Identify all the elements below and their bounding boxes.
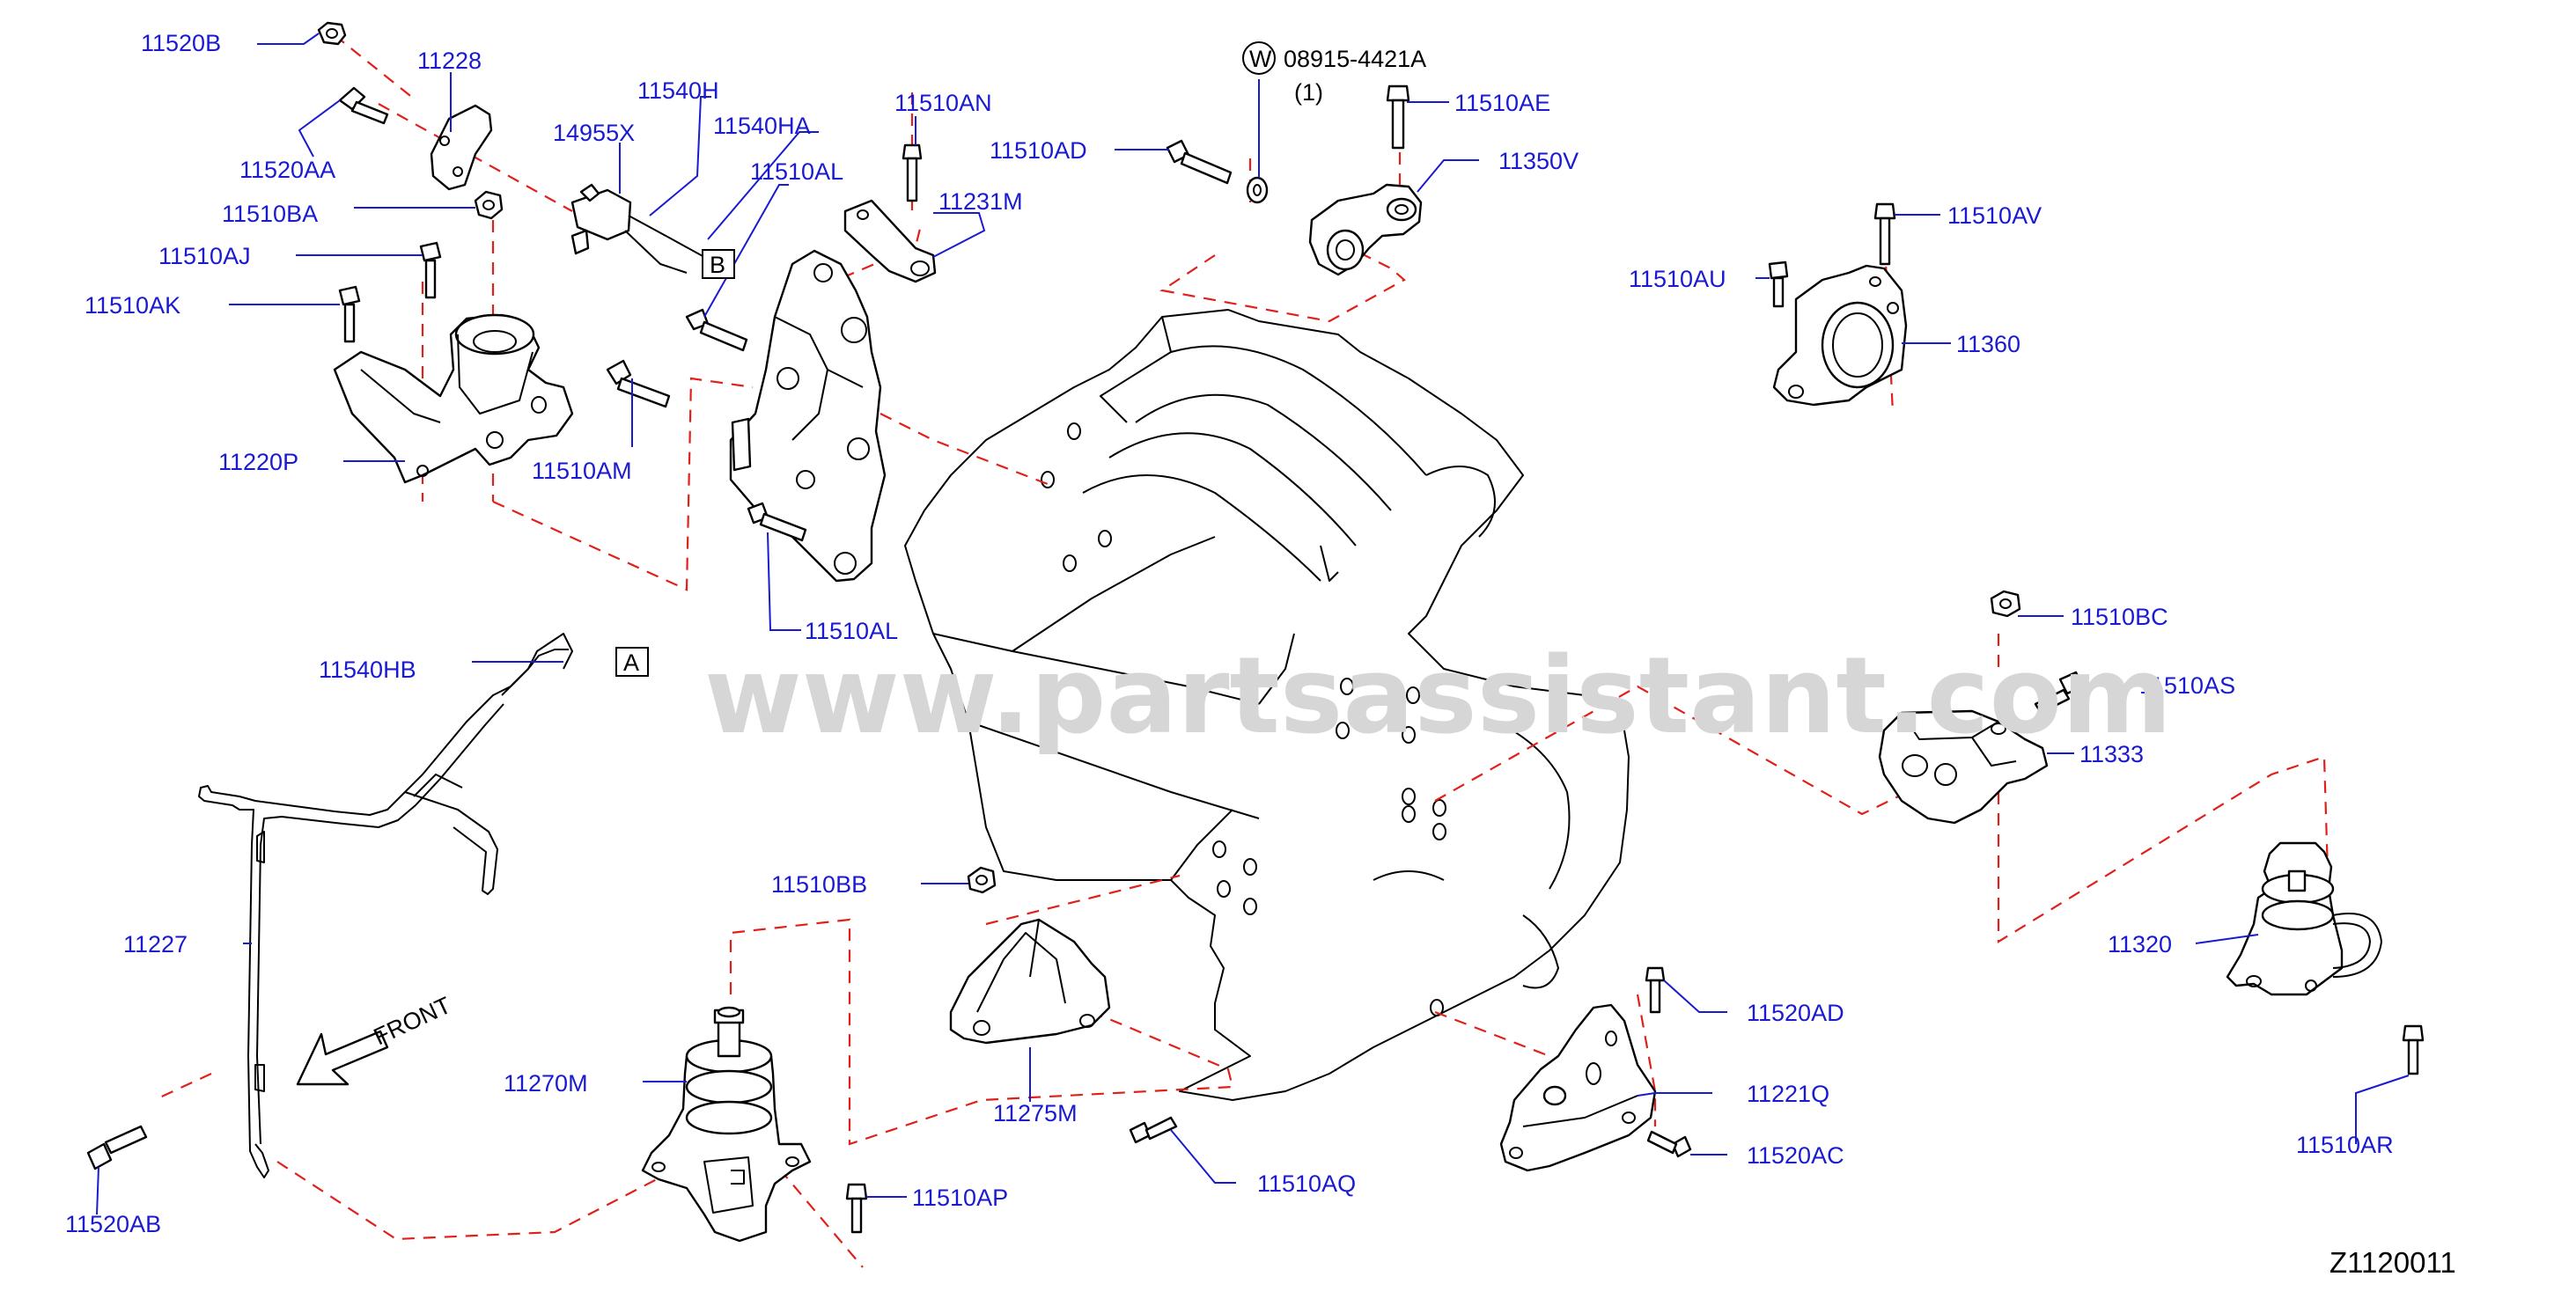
bolt-11510ak bbox=[338, 285, 361, 343]
leader-lines bbox=[96, 33, 2410, 1215]
label-11350v: 11350V bbox=[1498, 148, 1579, 174]
label-11360: 11360 bbox=[1956, 331, 2020, 357]
washer-symbol-label: W bbox=[1249, 46, 1272, 72]
washer-symbol: W bbox=[1242, 41, 1276, 75]
nut-11510bc bbox=[1990, 590, 2021, 618]
engine-mount-11220p bbox=[333, 313, 574, 484]
engine-mount-11320 bbox=[2226, 841, 2382, 996]
bolt-11520ac bbox=[1646, 1130, 1692, 1158]
label-11275m: 11275M bbox=[993, 1100, 1078, 1126]
engine-mount-bracket-11221q bbox=[1499, 1003, 1657, 1172]
label-11221q: 11221Q bbox=[1747, 1081, 1829, 1107]
part-labels: 11520B 11228 11520AA 11540H 14955X 11540… bbox=[65, 30, 2394, 1237]
label-11520b: 11520B bbox=[141, 30, 221, 56]
bolt-11510aj bbox=[419, 241, 442, 299]
bracket-11360 bbox=[1772, 264, 1908, 407]
label-11510am: 11510AM bbox=[532, 458, 632, 484]
label-11540ha: 11540HA bbox=[713, 113, 811, 139]
front-arrow bbox=[296, 1030, 389, 1086]
bolt-11510al-top bbox=[685, 308, 748, 352]
hose-11540hb bbox=[501, 633, 573, 696]
label-11510au: 11510AU bbox=[1629, 266, 1726, 292]
label-11231m: 11231M bbox=[938, 188, 1023, 215]
label-11510bc: 11510BC bbox=[2071, 604, 2168, 630]
label-11510av: 11510AV bbox=[1947, 202, 2042, 229]
washer-08915-4421a bbox=[1246, 176, 1269, 204]
bolt-11510aq bbox=[1129, 1116, 1178, 1144]
nut-11510ba bbox=[474, 190, 504, 220]
label-11540h: 11540H bbox=[637, 77, 719, 104]
rod-11227 bbox=[198, 677, 520, 1178]
label-11510ad: 11510AD bbox=[990, 137, 1087, 164]
label-11220p: 11220P bbox=[218, 449, 298, 475]
label-11520ab: 11520AB bbox=[65, 1211, 161, 1237]
diagram-reference: Z1120011 bbox=[2329, 1246, 2456, 1279]
label-11228: 11228 bbox=[417, 48, 482, 74]
label-11510ap: 11510AP bbox=[912, 1185, 1008, 1211]
watermark: www.partsassistant.com bbox=[704, 635, 2172, 758]
label-11510bb: 11510BB bbox=[771, 871, 867, 898]
label-14955x: 14955X bbox=[553, 120, 635, 146]
label-11510al-top: 11510AL bbox=[750, 158, 843, 185]
engine-mount-11270m bbox=[641, 1006, 812, 1243]
bolt-11510al-bottom bbox=[747, 502, 807, 542]
label-11227: 11227 bbox=[123, 931, 188, 957]
bolt-11510ad bbox=[1166, 139, 1233, 185]
connector-a: A bbox=[615, 647, 649, 677]
front-label: FRONT bbox=[370, 992, 455, 1050]
label-11540hb: 11540HB bbox=[319, 657, 416, 683]
bolt-11520ab bbox=[86, 1125, 148, 1170]
bracket-11333 bbox=[1878, 709, 2049, 825]
label-11510aj: 11510AJ bbox=[158, 243, 251, 269]
nut-11520b bbox=[317, 21, 347, 46]
washer-qty: (1) bbox=[1294, 79, 1323, 106]
connector-a-label: A bbox=[623, 649, 639, 676]
connector-b: B bbox=[702, 249, 735, 279]
label-08915-4421a: 08915-4421A bbox=[1284, 46, 1426, 72]
bolt-11510av bbox=[1873, 202, 1896, 266]
bolt-11510ar bbox=[2402, 1024, 2425, 1075]
label-11320: 11320 bbox=[2108, 931, 2172, 957]
label-11510an: 11510AN bbox=[894, 90, 992, 116]
bolt-11510ae bbox=[1386, 84, 1410, 150]
label-11510ba: 11510BA bbox=[222, 201, 318, 227]
solenoid-valve-14955x bbox=[570, 183, 705, 274]
label-11270m: 11270M bbox=[504, 1070, 588, 1097]
label-11520aa: 11520AA bbox=[239, 157, 335, 183]
bracket-11275m bbox=[949, 918, 1111, 1045]
label-11333: 11333 bbox=[2079, 741, 2144, 767]
torque-rod-11350v bbox=[1308, 183, 1423, 276]
label-11510al-bottom: 11510AL bbox=[805, 618, 898, 644]
label-11520ac: 11520AC bbox=[1747, 1142, 1844, 1169]
bolt-11520ad bbox=[1645, 966, 1666, 1014]
label-11510ak: 11510AK bbox=[85, 292, 180, 319]
heat-shield-11228 bbox=[430, 104, 493, 191]
label-11510ar: 11510AR bbox=[2296, 1132, 2394, 1158]
bolt-11510am bbox=[606, 359, 671, 408]
bolt-11510ap bbox=[845, 1183, 868, 1234]
bolt-11510au bbox=[1768, 260, 1789, 308]
bolt-11520aa bbox=[338, 86, 389, 125]
nut-11510bb bbox=[967, 866, 997, 894]
bracket-11231m bbox=[843, 199, 937, 283]
bolt-11510an bbox=[902, 143, 923, 202]
alternator-bracket bbox=[729, 249, 887, 583]
label-11510ae: 11510AE bbox=[1454, 90, 1550, 116]
bolt-11510as bbox=[2034, 671, 2085, 715]
connector-b-label: B bbox=[710, 252, 725, 278]
label-11520ad: 11520AD bbox=[1747, 1000, 1844, 1026]
label-11510as: 11510AS bbox=[2139, 672, 2235, 699]
engine-block bbox=[904, 309, 1630, 1101]
label-11510aq: 11510AQ bbox=[1257, 1170, 1356, 1197]
